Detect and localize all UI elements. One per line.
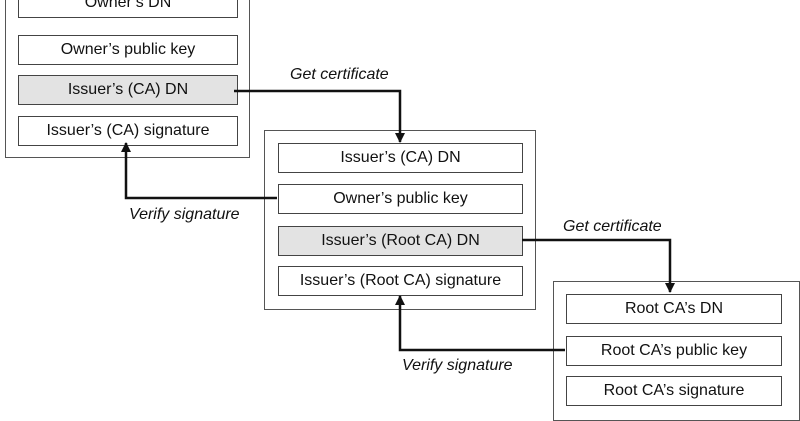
verify-signature-label: Verify signature: [402, 357, 513, 374]
root-ca-dn-field: Root CA’s DN: [566, 294, 782, 324]
root-ca-signature-field: Root CA’s signature: [566, 376, 782, 406]
root-ca-certificate: Root CA’s DN Root CA’s public key Root C…: [553, 281, 800, 421]
owner-certificate: Owner’s DN Owner’s public key Issuer’s (…: [5, 0, 250, 158]
owner-public-key-field: Owner’s public key: [18, 35, 238, 65]
get-certificate-label: Get certificate: [563, 218, 662, 235]
verify-signature-label: Verify signature: [129, 206, 240, 223]
issuer-ca-dn-field: Issuer’s (CA) DN: [278, 143, 523, 173]
issuer-ca-signature-field: Issuer’s (CA) signature: [18, 116, 238, 146]
get-certificate-label: Get certificate: [290, 66, 389, 83]
ca-certificate: Issuer’s (CA) DN Owner’s public key Issu…: [264, 130, 536, 310]
issuer-ca-dn-field: Issuer’s (CA) DN: [18, 75, 238, 105]
issuer-root-ca-dn-field: Issuer’s (Root CA) DN: [278, 226, 523, 256]
owner-dn-field: Owner’s DN: [18, 0, 238, 18]
root-ca-public-key-field: Root CA’s public key: [566, 336, 782, 366]
owner-public-key-field: Owner’s public key: [278, 184, 523, 214]
issuer-root-ca-signature-field: Issuer’s (Root CA) signature: [278, 266, 523, 296]
